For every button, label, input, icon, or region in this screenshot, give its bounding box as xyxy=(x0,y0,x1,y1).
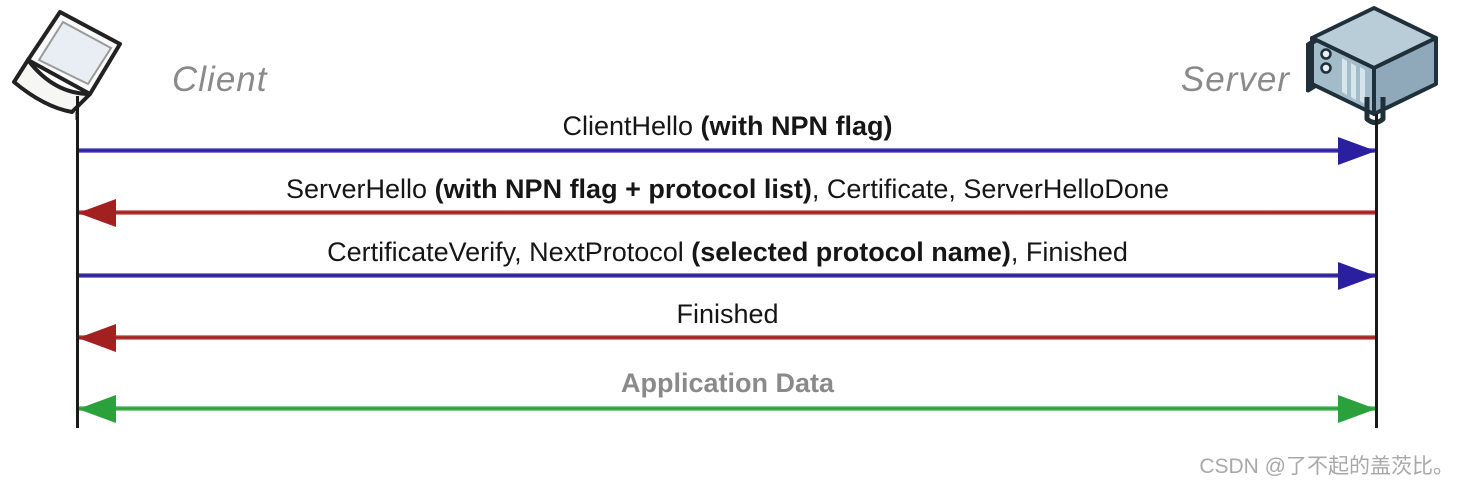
message-text-finished: Finished xyxy=(78,299,1377,330)
message-segment-bold: (with NPN flag + protocol list) xyxy=(434,174,812,204)
arrow-server-to-client-2 xyxy=(78,324,1376,352)
client-lifeline xyxy=(76,96,79,428)
message-text-clienthello: ClientHello (with NPN flag) xyxy=(78,111,1377,142)
arrowhead-right-icon xyxy=(1338,137,1376,165)
message-text-application-data: Application Data xyxy=(78,368,1377,399)
client-label: Client xyxy=(172,60,268,99)
message-segment: CertificateVerify, NextProtocol xyxy=(327,237,692,267)
server-label: Server xyxy=(1180,60,1290,99)
arrow-client-to-server-2 xyxy=(78,262,1376,290)
server-lifeline xyxy=(1375,114,1378,428)
server-icon xyxy=(1305,4,1442,131)
message-segment-bold: Application Data xyxy=(620,368,835,398)
arrowhead-left-icon xyxy=(78,199,116,227)
arrowhead-right-icon xyxy=(1338,395,1376,423)
laptop-icon xyxy=(8,8,138,125)
arrowhead-left-icon xyxy=(78,324,116,352)
message-segment: , Finished xyxy=(1010,237,1128,267)
watermark: CSDN @了不起的盖茨比。 xyxy=(1199,455,1454,478)
arrowhead-right-icon xyxy=(1338,262,1376,290)
message-segment: ClientHello xyxy=(562,111,701,141)
arrow-client-to-server-1 xyxy=(78,137,1376,165)
arrow-application-data xyxy=(78,395,1376,423)
message-text-serverhello: ServerHello (with NPN flag + protocol li… xyxy=(78,174,1377,205)
arrow-server-to-client-1 xyxy=(78,199,1376,227)
message-segment: Finished xyxy=(676,299,779,329)
message-text-certificateverify: CertificateVerify, NextProtocol (selecte… xyxy=(78,237,1377,268)
message-segment-bold: (with NPN flag) xyxy=(700,111,893,141)
message-segment: , Certificate, ServerHelloDone xyxy=(811,174,1169,204)
message-segment: ServerHello xyxy=(286,174,435,204)
message-segment-bold: (selected protocol name) xyxy=(691,237,1011,267)
arrowhead-left-icon xyxy=(78,395,116,423)
